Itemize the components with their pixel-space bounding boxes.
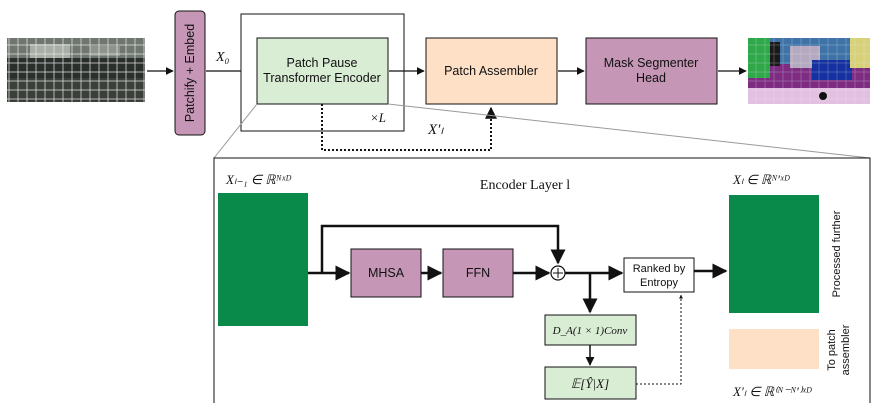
- encoder-label-line2: Transformer Encoder: [263, 71, 381, 85]
- ranked-label-line1: Ranked by: [633, 263, 686, 275]
- expected-entropy-block: [544, 366, 637, 400]
- conv-label: D_A(1 × 1)Conv: [552, 325, 628, 337]
- residual-add-node: [550, 265, 566, 281]
- patchify-embed-block: [174, 10, 206, 136]
- x0-label: X₀: [215, 50, 230, 65]
- zoom-line-left: [213, 103, 258, 159]
- mhsa-block: [350, 248, 422, 298]
- processed-further-label: Processed further: [831, 210, 843, 297]
- output-segmentation-image: [748, 38, 870, 104]
- to-patch-label-line2: assembler: [840, 324, 852, 375]
- ranked-by-entropy-block: [623, 257, 695, 293]
- patch-assembler-label: Patch Assembler: [444, 64, 538, 78]
- ffn-label: FFN: [466, 266, 490, 280]
- ffn-block: [442, 248, 514, 298]
- paused-patches-feedback-arrow: [321, 104, 497, 151]
- input-tokens-block: [218, 193, 308, 326]
- segmenter-label-line2: Head: [636, 71, 666, 85]
- patchify-embed-label: Patchify + Embed: [183, 24, 197, 122]
- entropy-to-ranked-arrow: [636, 294, 683, 385]
- encoder-label-line1: Patch Pause: [287, 56, 358, 70]
- paused-dimension-label: X′ₗ ∈ ℝ⁽ᴺ⁻ᴺ′⁾ˣᴰ: [732, 384, 813, 399]
- paused-tokens-block: [729, 329, 819, 369]
- mask-segmenter-head-block: [585, 37, 718, 105]
- ranked-label-line2: Entropy: [640, 277, 678, 289]
- processed-tokens-block: [729, 195, 819, 313]
- zoom-line-right: [387, 103, 871, 159]
- mhsa-label: MHSA: [368, 266, 405, 280]
- input-image: [7, 38, 145, 102]
- patch-pause-encoder-block: [256, 37, 389, 105]
- input-dimension-label: Xₗ₋₁ ∈ ℝᴺˣᴰ: [225, 172, 292, 187]
- patch-assembler-block: [425, 37, 558, 105]
- entropy-label: 𝔼[Ŷ|X]: [571, 376, 609, 391]
- encoder-layer-title: Encoder Layer l: [480, 178, 570, 193]
- to-patch-label-line1: To patch: [826, 329, 838, 371]
- repeat-l-label: ×L: [370, 110, 386, 125]
- conv-1x1-block: [544, 314, 637, 346]
- segmenter-label-line1: Mask Segmenter: [604, 56, 698, 70]
- xl-prime-label: X′ₗ: [427, 122, 444, 138]
- output-dimension-label: Xₗ ∈ ℝᴺ′ˣᴰ: [732, 172, 791, 187]
- residual-connection-arrow: [320, 224, 566, 273]
